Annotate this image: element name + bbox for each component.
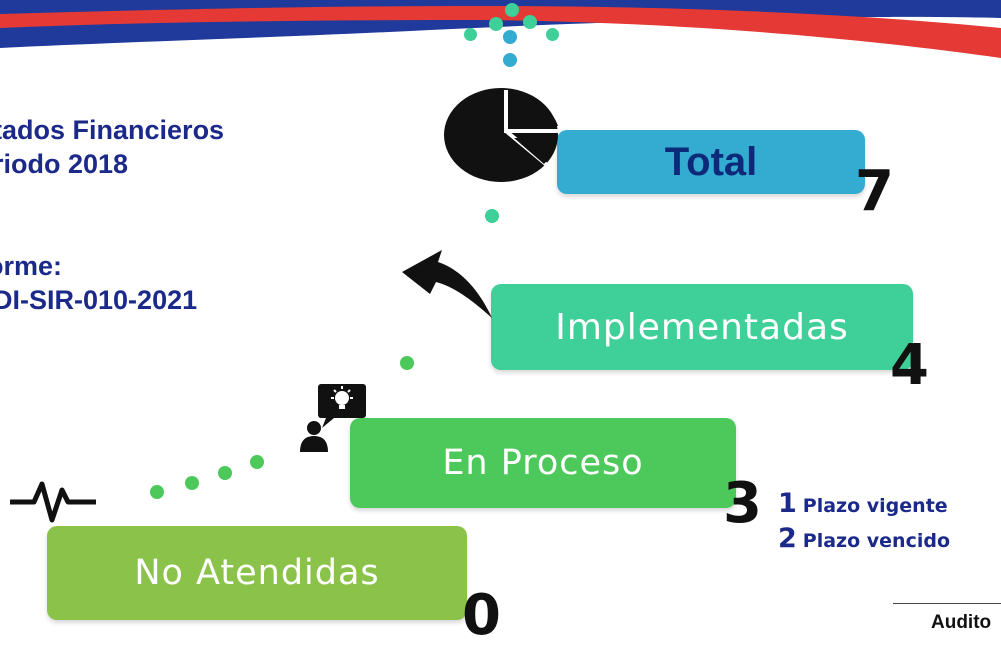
subject-line-1: stados Financieros bbox=[0, 115, 225, 145]
breakdown-vigente-text: Plazo vigente bbox=[802, 495, 948, 517]
step-no-atendidas-label: No Atendidas bbox=[134, 553, 380, 593]
step-total-count: 7 bbox=[855, 159, 894, 224]
heartbeat-icon bbox=[10, 481, 96, 523]
breakdown-vencido-number: 2 bbox=[778, 523, 797, 554]
step-en-proceso: En Proceso bbox=[350, 418, 736, 508]
report-id: forme: JDI-SIR-010-2021 bbox=[0, 249, 197, 317]
step-en-proceso-count: 3 bbox=[723, 471, 762, 536]
subject-line-2: eriodo 2018 bbox=[0, 149, 129, 179]
footer-rule bbox=[893, 603, 1001, 604]
step-implementadas-count: 4 bbox=[890, 333, 929, 398]
pie-chart-icon bbox=[444, 88, 560, 182]
step-total-label: Total bbox=[664, 139, 758, 184]
curved-arrow-icon bbox=[402, 250, 492, 318]
report-label: forme: bbox=[0, 251, 63, 281]
step-no-atendidas: No Atendidas bbox=[47, 526, 467, 620]
breakdown-vigente-number: 1 bbox=[778, 488, 797, 519]
person-idea-icon bbox=[300, 384, 366, 452]
step-en-proceso-label: En Proceso bbox=[442, 443, 644, 483]
breakdown-vencido-text: Plazo vencido bbox=[802, 530, 951, 552]
step-total: Total bbox=[557, 130, 865, 194]
report-code: JDI-SIR-010-2021 bbox=[0, 285, 198, 315]
report-subject: stados Financieros eriodo 2018 bbox=[0, 113, 224, 181]
footer-label: Audito bbox=[931, 612, 992, 633]
step-implementadas: Implementadas bbox=[491, 284, 913, 370]
step-no-atendidas-count: 0 bbox=[462, 583, 501, 648]
step-implementadas-label: Implementadas bbox=[555, 306, 849, 348]
